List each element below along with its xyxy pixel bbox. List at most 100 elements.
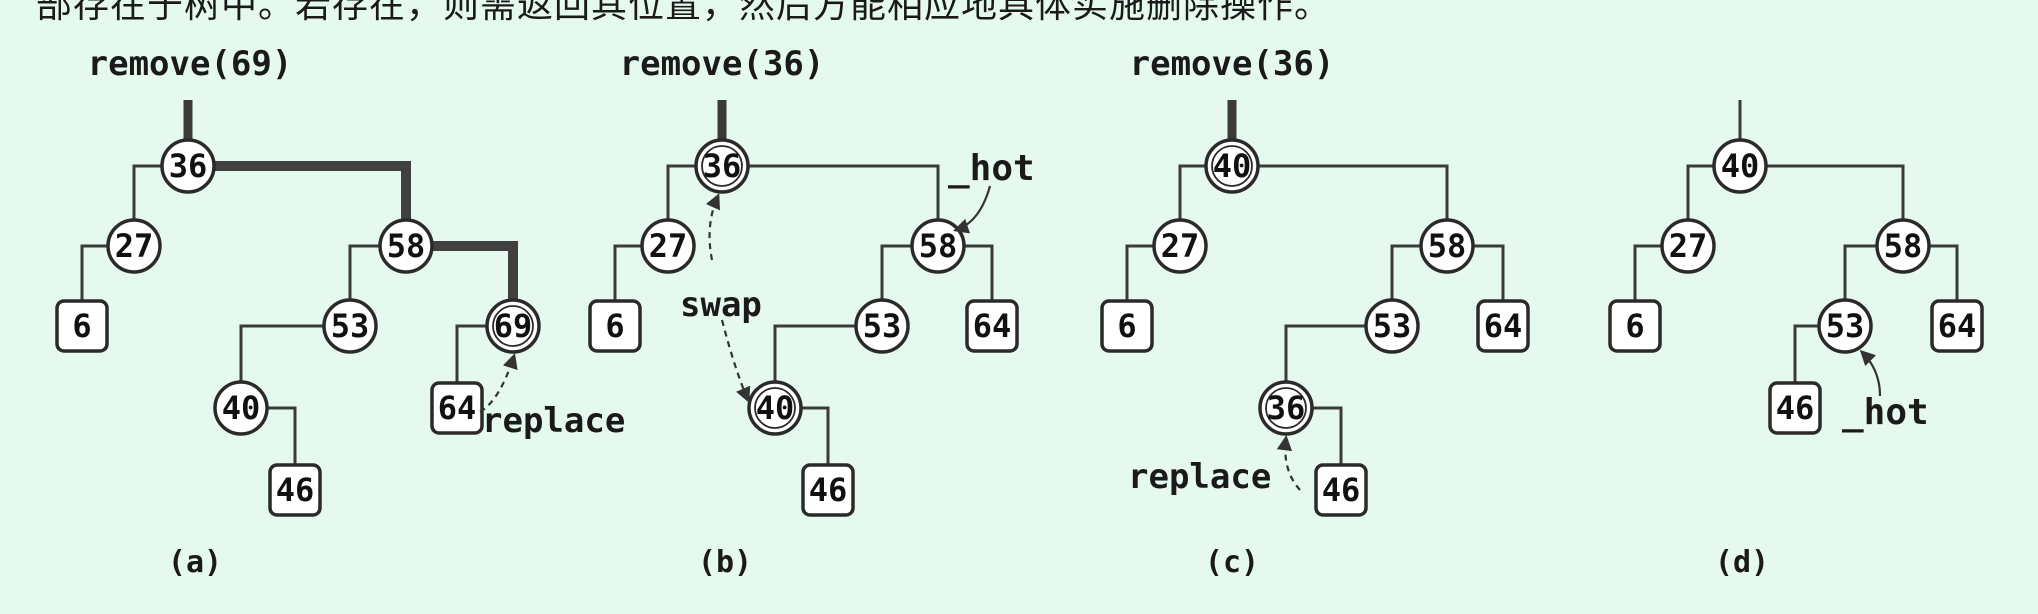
panel-caption: (a) — [168, 545, 222, 580]
panel-title: remove(36) — [620, 44, 825, 84]
tree-node-69: 69 — [485, 298, 541, 354]
tree-edge — [1284, 324, 1366, 382]
panel-title: remove(36) — [1130, 44, 1335, 84]
node-label: 27 — [1669, 227, 1708, 265]
node-label: 53 — [331, 307, 370, 345]
tree-edge — [666, 164, 696, 220]
tree-edge — [80, 244, 108, 301]
node-label: 6 — [1117, 307, 1136, 345]
tree-edge — [773, 324, 856, 382]
annotation-arrow — [705, 193, 720, 261]
tree-node-40: 40 — [1204, 138, 1260, 194]
tree-node-53: 53 — [322, 298, 378, 354]
tree-edge — [432, 241, 518, 300]
leaf-box-6: 6 — [1608, 299, 1662, 353]
tree-node-27: 27 — [1660, 218, 1716, 274]
panel-title: remove(69) — [88, 44, 293, 84]
tree-edge — [613, 244, 642, 301]
tree-edge — [1633, 244, 1662, 301]
node-label: 36 — [703, 147, 742, 185]
panel-a: 36 27 58 6 53 69 40 64 46 remove(69) (a) replace — [55, 44, 625, 580]
annotation-hot: _hot — [1842, 392, 1929, 433]
tree-node-58: 58 — [1875, 218, 1931, 274]
tree-node-58: 58 — [378, 218, 434, 274]
annotation-arrow — [953, 185, 992, 234]
node-label: 58 — [1428, 227, 1467, 265]
node-label: 64 — [973, 307, 1012, 345]
node-label: 40 — [1721, 147, 1760, 185]
tree-node-58: 58 — [910, 218, 966, 274]
tree-edge — [1473, 244, 1505, 301]
node-label: 64 — [438, 389, 477, 427]
leaf-box-64: 64 — [430, 381, 484, 435]
annotation-arrow — [720, 319, 751, 403]
node-label: 27 — [115, 227, 154, 265]
top-text-line: 部存在于树中。若存在，则需返回其位置，然后方能相应地具体实施删除操作。 — [36, 0, 1332, 26]
node-label: 53 — [1373, 307, 1412, 345]
node-label: 27 — [649, 227, 688, 265]
panel-d: 40 27 58 6 53 64 46 (d) _hot — [1608, 100, 1984, 580]
leaf-box-46: 46 — [801, 463, 855, 517]
node-label: 6 — [72, 307, 91, 345]
node-label: 58 — [919, 227, 958, 265]
panel-caption: (d) — [1715, 545, 1769, 580]
node-label: 53 — [1826, 307, 1865, 345]
leaf-box-64: 64 — [1476, 299, 1530, 353]
tree-node-53: 53 — [1364, 298, 1420, 354]
leaf-box-46: 46 — [268, 463, 322, 517]
tree-node-27: 27 — [106, 218, 162, 274]
node-label: 58 — [1884, 227, 1923, 265]
leaf-box-46: 46 — [1314, 463, 1368, 517]
tree-edge — [1843, 244, 1877, 300]
node-label: 6 — [605, 307, 624, 345]
node-label: 40 — [222, 389, 261, 427]
tree-edge — [132, 164, 162, 220]
leaf-box-46: 46 — [1768, 381, 1822, 435]
tree-edge — [455, 324, 487, 383]
tree-node-40: 40 — [747, 380, 803, 436]
tree-edge — [214, 161, 411, 220]
tree-node-27: 27 — [1152, 218, 1208, 274]
node-label: 6 — [1625, 307, 1644, 345]
annotation-swap: swap — [680, 285, 762, 325]
tree-node-58: 58 — [1419, 218, 1475, 274]
leaf-box-6: 6 — [55, 299, 109, 353]
annotation-arrow — [1276, 434, 1301, 491]
tree-node-36: 36 — [694, 138, 750, 194]
node-label: 46 — [809, 471, 848, 509]
tree-edge — [1390, 244, 1421, 300]
tree-edge — [1929, 244, 1959, 301]
node-label: 40 — [1213, 147, 1252, 185]
leaf-box-6: 6 — [588, 299, 642, 353]
tree-edge — [1686, 164, 1714, 220]
leaf-box-64: 64 — [965, 299, 1019, 353]
tree-node-36: 36 — [1258, 380, 1314, 436]
tree-edge — [1125, 244, 1154, 301]
node-label: 69 — [494, 307, 533, 345]
node-label: 46 — [1322, 471, 1361, 509]
tree-edge — [1258, 164, 1449, 220]
node-label: 53 — [863, 307, 902, 345]
node-label: 46 — [276, 471, 315, 509]
tree-node-36: 36 — [160, 138, 216, 194]
node-label: 46 — [1776, 389, 1815, 427]
node-label: 64 — [1938, 307, 1977, 345]
tree-edge — [1793, 324, 1819, 383]
tree-edge — [801, 406, 830, 465]
tree-edge — [880, 244, 912, 300]
node-label: 64 — [1484, 307, 1523, 345]
panel-caption: (c) — [1205, 545, 1259, 580]
node-label: 36 — [169, 147, 208, 185]
tree-node-53: 53 — [1817, 298, 1873, 354]
node-label: 27 — [1161, 227, 1200, 265]
annotation-arrow — [1859, 349, 1882, 397]
tree-node-53: 53 — [854, 298, 910, 354]
annotation-replace: replace — [482, 401, 625, 441]
annotation-arrow — [479, 353, 518, 413]
tree-edge — [1312, 406, 1343, 465]
tree-edge — [239, 324, 324, 382]
